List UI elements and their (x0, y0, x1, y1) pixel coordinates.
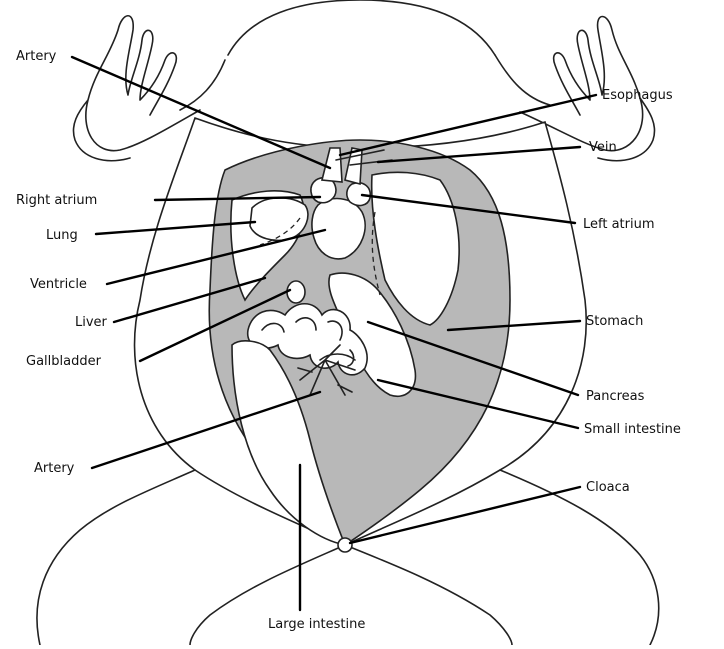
label-artery-top: Artery (16, 49, 57, 64)
right-leg-outer (500, 470, 659, 645)
label-left-atrium: Left atrium (583, 217, 655, 232)
label-large-intestine: Large intestine (268, 617, 365, 632)
left-atrium-organ (347, 183, 370, 206)
label-vein: Vein (589, 140, 617, 155)
head-right-curve (495, 55, 550, 105)
label-small-intestine: Small intestine (584, 422, 681, 437)
left-hand (73, 16, 200, 161)
right-leg-inner (345, 545, 512, 645)
cloaca-opening (338, 538, 352, 552)
left-leg-outer (37, 470, 195, 645)
label-ventricle: Ventricle (30, 277, 87, 292)
label-lung: Lung (46, 228, 78, 243)
label-pancreas: Pancreas (586, 389, 645, 404)
label-esophagus: Esophagus (602, 88, 673, 103)
gallbladder-organ (287, 281, 305, 303)
head-left-curve (180, 60, 225, 110)
label-artery-bottom: Artery (34, 461, 75, 476)
label-gallbladder: Gallbladder (26, 354, 102, 369)
label-cloaca: Cloaca (586, 480, 630, 495)
label-liver: Liver (75, 315, 108, 330)
head-outline (228, 0, 495, 55)
label-stomach: Stomach (586, 314, 643, 329)
label-right-atrium: Right atrium (16, 193, 97, 208)
